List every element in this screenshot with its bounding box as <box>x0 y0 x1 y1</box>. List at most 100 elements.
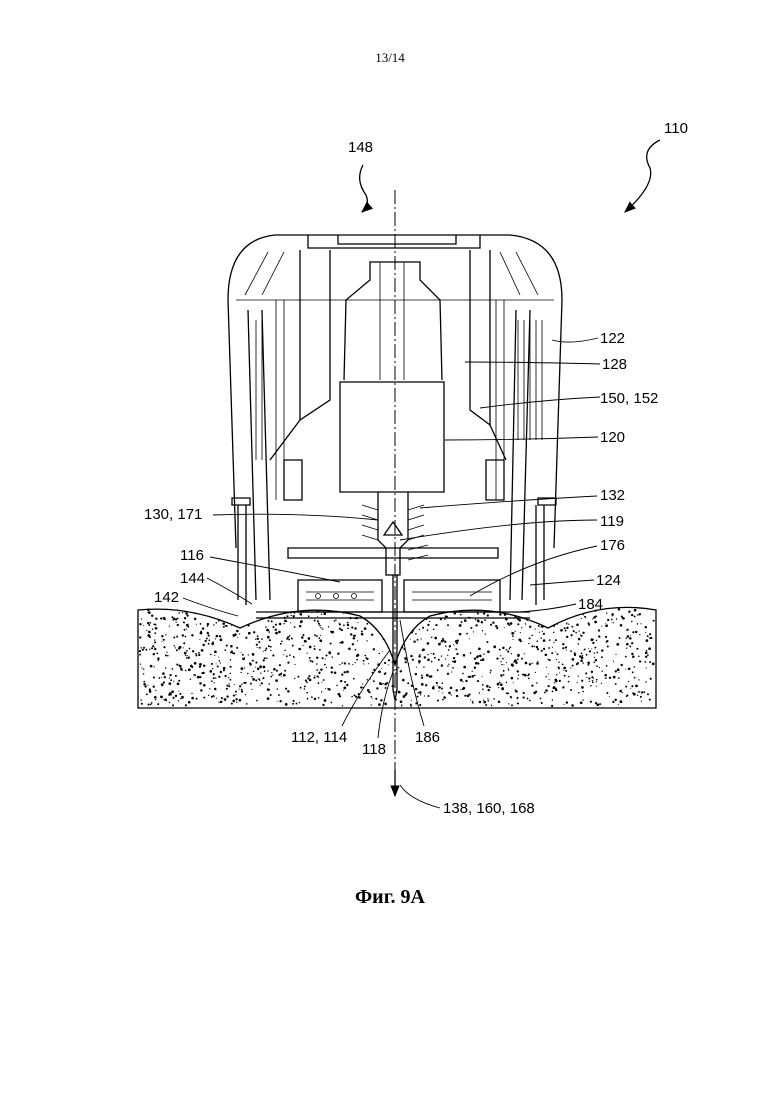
skin-speckle <box>566 623 568 625</box>
skin-speckle <box>576 624 579 627</box>
skin-speckle <box>241 652 242 653</box>
skin-speckle <box>584 648 586 650</box>
skin-speckle <box>562 647 564 649</box>
skin-speckle <box>384 673 386 675</box>
skin-speckle <box>257 647 258 648</box>
skin-speckle <box>401 646 403 648</box>
skin-speckle <box>199 666 201 668</box>
skin-speckle <box>453 644 454 645</box>
label-144: 144 <box>180 570 205 587</box>
skin-speckle <box>339 623 341 625</box>
skin-speckle <box>456 649 457 650</box>
skin-speckle <box>554 682 555 683</box>
skin-speckle <box>346 671 349 674</box>
label-186: 186 <box>415 729 440 746</box>
skin-speckle <box>323 679 325 681</box>
skin-speckle <box>169 625 170 626</box>
skin-speckle <box>192 650 194 652</box>
skin-speckle <box>558 661 560 663</box>
skin-speckle <box>525 662 528 665</box>
skin-speckle <box>231 703 233 705</box>
skin-speckle <box>184 629 186 631</box>
skin-speckle <box>596 681 597 682</box>
skin-speckle <box>148 611 151 614</box>
skin-speckle <box>330 654 331 655</box>
skin-speckle <box>536 640 538 642</box>
skin-speckle <box>373 680 375 682</box>
skin-speckle <box>646 639 649 642</box>
skin-speckle <box>386 682 388 684</box>
skin-speckle <box>500 655 501 656</box>
skin-speckle <box>563 667 566 670</box>
skin-speckle <box>332 656 333 657</box>
skin-speckle <box>556 623 558 625</box>
skin-speckle <box>268 630 269 631</box>
skin-speckle <box>418 662 420 664</box>
skin-speckle <box>152 645 154 647</box>
skin-speckle <box>470 699 471 700</box>
skin-speckle <box>350 633 352 635</box>
skin-speckle <box>323 612 326 615</box>
skin-speckle <box>506 649 507 650</box>
skin-speckle <box>427 624 429 626</box>
skin-speckle <box>241 689 243 691</box>
label-120: 120 <box>600 429 625 446</box>
skin-speckle <box>436 682 438 684</box>
skin-speckle <box>433 653 435 655</box>
skin-speckle <box>427 642 430 645</box>
skin-speckle <box>434 637 437 640</box>
skin-speckle <box>215 677 216 678</box>
skin-speckle <box>213 695 215 697</box>
skin-speckle <box>615 654 616 655</box>
skin-speckle <box>541 702 543 704</box>
skin-speckle <box>452 667 454 669</box>
skin-speckle <box>319 672 321 674</box>
skin-speckle <box>263 651 264 652</box>
skin-speckle <box>492 622 494 624</box>
skin-speckle <box>621 617 623 619</box>
skin-speckle <box>149 688 151 690</box>
skin-speckle <box>161 635 163 637</box>
skin-speckle <box>347 627 349 629</box>
skin-speckle <box>241 667 244 670</box>
skin-speckle <box>143 625 144 626</box>
skin-speckle <box>199 682 202 685</box>
skin-speckle <box>441 664 444 667</box>
skin-speckle <box>278 694 280 696</box>
skin-speckle <box>241 690 243 692</box>
skin-speckle <box>450 687 453 690</box>
skin-speckle <box>619 690 622 693</box>
label-119: 119 <box>600 513 624 530</box>
skin-speckle <box>338 693 341 696</box>
skin-speckle <box>626 647 627 648</box>
skin-speckle <box>286 655 288 657</box>
skin-speckle <box>631 685 633 687</box>
skin-speckle <box>190 678 192 680</box>
skin-speckle <box>177 683 180 686</box>
skin-speckle <box>223 667 226 670</box>
skin-speckle <box>294 626 296 628</box>
skin-speckle <box>232 700 235 703</box>
skin-speckle <box>284 650 285 651</box>
skin-speckle <box>594 647 596 649</box>
skin-speckle <box>304 685 306 687</box>
skin-speckle <box>421 677 423 679</box>
skin-speckle <box>417 696 419 698</box>
skin-speckle <box>271 672 272 673</box>
skin-speckle <box>347 622 349 624</box>
skin-speckle <box>143 681 145 683</box>
skin-speckle <box>322 657 324 659</box>
skin-speckle <box>638 679 639 680</box>
skin-speckle <box>618 704 619 705</box>
skin-speckle <box>257 638 259 640</box>
skin-speckle <box>185 704 187 706</box>
skin-speckle <box>596 679 598 681</box>
skin-speckle <box>216 663 217 664</box>
skin-speckle <box>201 672 203 674</box>
skin-speckle <box>200 689 202 691</box>
skin-speckle <box>220 701 223 704</box>
skin-speckle <box>438 659 440 661</box>
skin-speckle <box>214 655 215 656</box>
skin-speckle <box>555 651 556 652</box>
skin-speckle <box>601 649 603 651</box>
